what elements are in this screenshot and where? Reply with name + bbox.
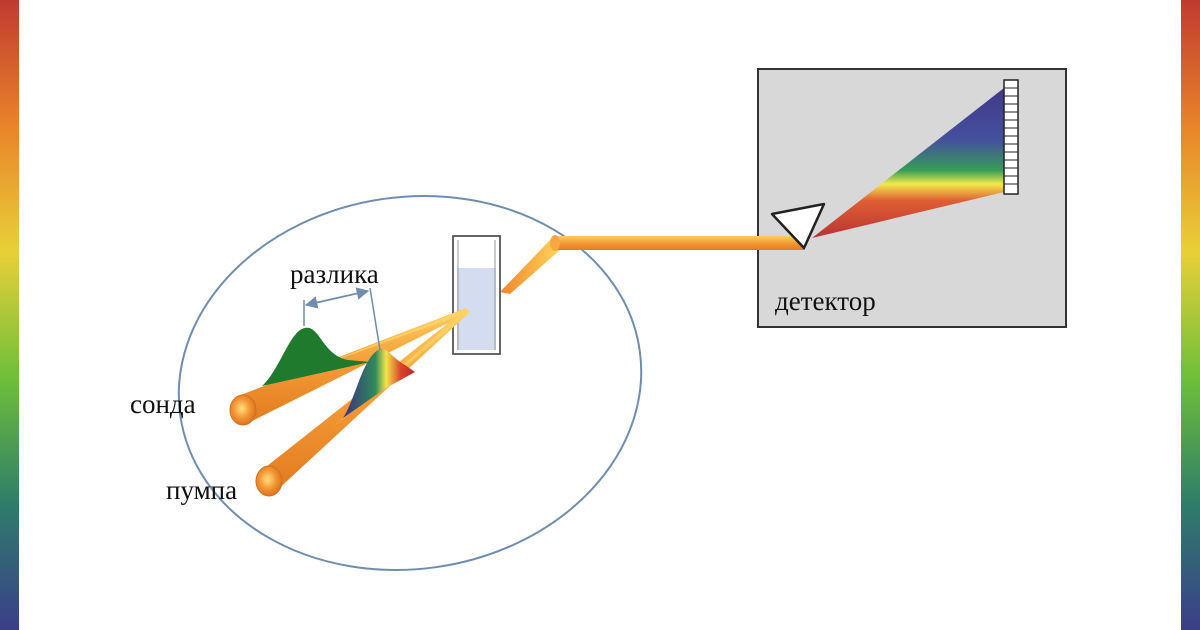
detector-label: детектор: [775, 286, 876, 316]
difference-label: разлика: [290, 259, 379, 289]
probe-beam: [229, 308, 470, 426]
pump-label: пумпа: [166, 475, 237, 505]
prism-icon: [770, 202, 826, 250]
output-beam: [500, 235, 805, 294]
cuvette-icon: [452, 235, 501, 355]
left-rainbow-border: [0, 0, 19, 630]
right-rainbow-border: [1181, 0, 1200, 630]
measurement-arrow-icon: [303, 287, 381, 351]
dispersed-spectrum: [812, 88, 1004, 238]
probe-label: сонда: [130, 389, 196, 419]
sensor-array-icon: [1003, 79, 1019, 195]
probe-pulse: [262, 327, 370, 386]
transmitted-pulse: [343, 348, 415, 418]
sample-region-ellipse: [177, 195, 643, 571]
